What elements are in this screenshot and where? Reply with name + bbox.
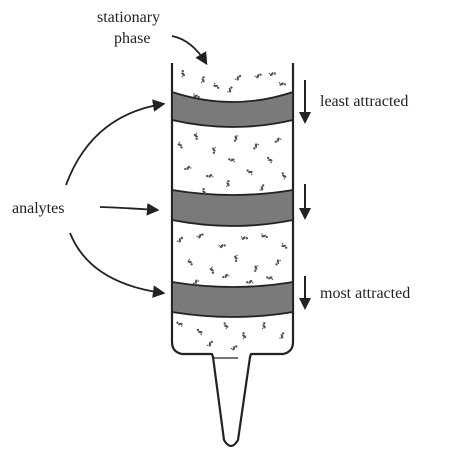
analytes-arrow-top [65, 99, 166, 186]
particle [259, 184, 265, 191]
analyte-band-middle [171, 188, 294, 227]
particle [234, 74, 242, 81]
particle [212, 146, 216, 154]
analyte-band-top [171, 90, 294, 128]
particle [228, 158, 235, 163]
particle [240, 236, 248, 240]
particle [193, 132, 198, 140]
particle [246, 279, 254, 284]
particle [254, 265, 259, 272]
particle [209, 266, 215, 274]
particle [200, 76, 205, 84]
most-attracted-label: most attracted [320, 285, 410, 302]
particle [202, 188, 207, 196]
particle [274, 137, 282, 143]
particle [281, 242, 288, 249]
particle [176, 321, 183, 327]
particle [196, 328, 203, 336]
analytes-arrow-middle [99, 203, 160, 216]
particle [275, 259, 281, 266]
analytes-label: analytes [12, 200, 64, 217]
particle [181, 70, 185, 78]
particle [268, 72, 276, 77]
stationary-phase-label-line2: phase [114, 30, 150, 47]
particle [253, 143, 259, 150]
direction-arrow-least [299, 80, 311, 124]
particle [213, 82, 220, 90]
particle [262, 322, 266, 330]
particle [206, 340, 213, 347]
analyte-band-bottom [171, 280, 294, 318]
particle [177, 141, 183, 149]
particle [218, 244, 226, 249]
analytes-arrow-bottom [69, 232, 166, 298]
stationary-phase-label-line1: stationary [97, 9, 160, 26]
least-attracted-label: least attracted [320, 93, 408, 110]
particle [266, 276, 274, 281]
particle [230, 345, 238, 351]
particle [233, 135, 239, 142]
direction-arrow-most [299, 276, 311, 310]
particle [281, 172, 287, 180]
particle [176, 236, 184, 243]
particle [246, 169, 253, 175]
particle [184, 165, 192, 171]
particle [234, 254, 238, 262]
particle [278, 82, 286, 86]
particle [196, 233, 204, 239]
particle [187, 258, 193, 266]
particle [193, 93, 200, 99]
particle [206, 174, 214, 178]
particle [266, 156, 273, 164]
column-outline [170, 63, 295, 448]
particle [223, 322, 229, 330]
stationary-phase-particles [176, 70, 288, 351]
direction-arrow-middle [299, 184, 311, 220]
column [170, 63, 295, 448]
particle [279, 332, 285, 339]
particle [261, 233, 268, 239]
particle [227, 86, 233, 93]
particle [254, 73, 262, 79]
stationary-phase-arrow [171, 35, 208, 66]
particle [192, 279, 200, 285]
particle [225, 180, 230, 188]
particle [222, 273, 230, 279]
particle [242, 332, 247, 340]
